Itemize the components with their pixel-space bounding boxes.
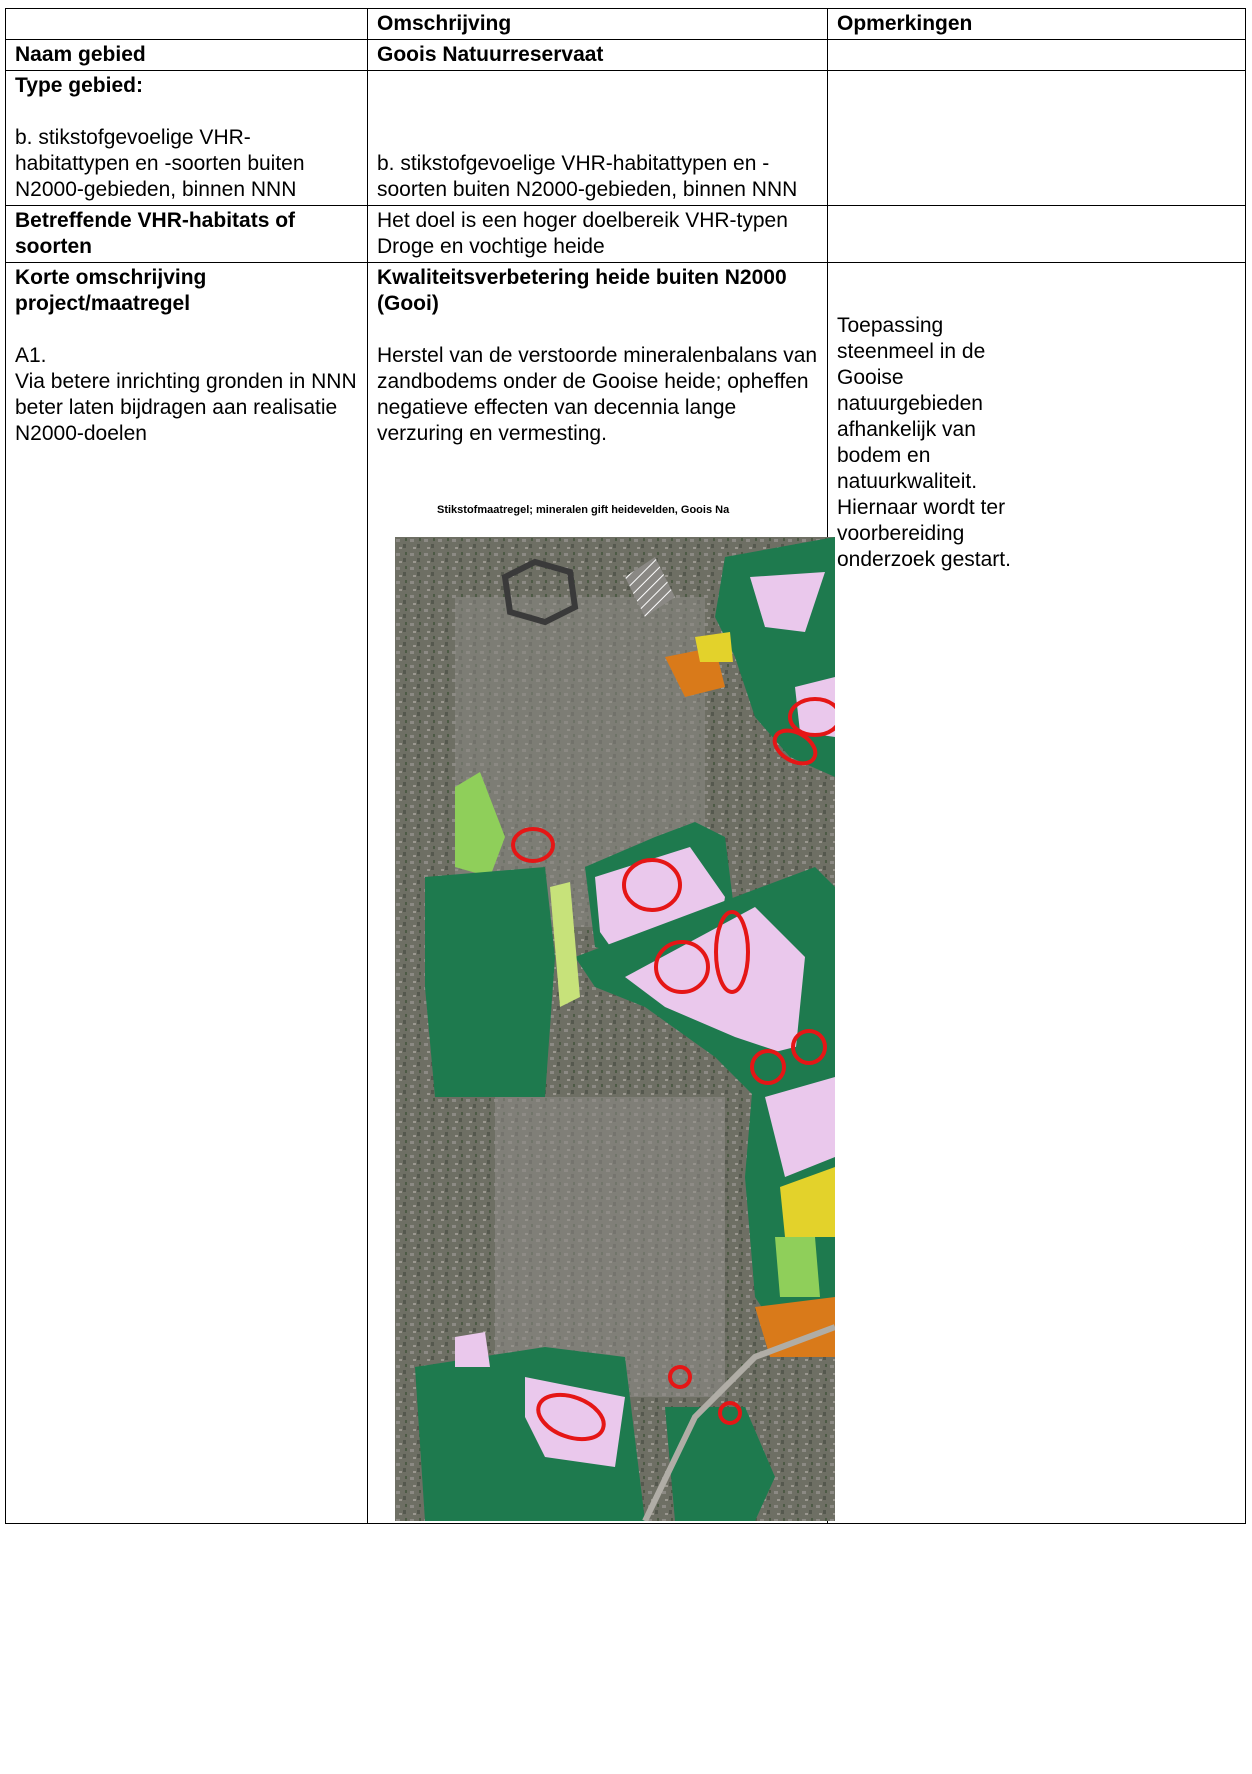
- row-type-gebied: Type gebied: b. stikstofgevoelige VHR-ha…: [5, 70, 1246, 206]
- type-gebied-value: b. stikstofgevoelige VHR-habitattypen en…: [377, 152, 798, 201]
- header-omschrijving: Omschrijving: [367, 8, 828, 40]
- heath-central-large: [625, 907, 805, 1057]
- yellow-patch-north: [695, 632, 733, 662]
- heath-northeast-2: [795, 677, 835, 737]
- betreffende-value: Het doel is een hoger doelbereik VHR-typ…: [367, 205, 828, 263]
- heath-northeast: [750, 572, 825, 632]
- measure-circle-10: [718, 1401, 742, 1425]
- map-caption: Stikstofmaatregel; mineralen gift heidev…: [437, 504, 730, 516]
- korte-code: A1.: [15, 344, 47, 367]
- orange-east-low: [755, 1297, 835, 1357]
- measure-circle-3: [511, 827, 555, 863]
- type-gebied-label: Type gebied:: [15, 74, 143, 97]
- hatch-strip-north: [625, 557, 675, 617]
- header-empty-cell: [5, 8, 368, 40]
- lightgreen-strip: [550, 882, 580, 1007]
- korte-remark-cell: Toepassing steenmeel in de Gooise natuur…: [827, 262, 1246, 1524]
- project-table: Omschrijving Opmerkingen Naam gebied Goo…: [5, 8, 1246, 1524]
- measure-circle-7: [791, 1029, 827, 1065]
- row-naam-gebied: Naam gebied Goois Natuurreservaat: [5, 39, 1246, 71]
- heath-southwest-small: [455, 1332, 490, 1367]
- measure-circle-6: [714, 910, 750, 994]
- measure-circle-4: [622, 858, 682, 912]
- lightgreen-east-mid: [775, 1237, 820, 1297]
- forest-west: [425, 867, 555, 1097]
- map-urban-south: [495, 1097, 725, 1397]
- type-gebied-value-cell: b. stikstofgevoelige VHR-habitattypen en…: [367, 70, 828, 206]
- korte-title: Kwaliteitsverbetering heide buiten N2000…: [377, 266, 787, 315]
- header-opmerkingen: Opmerkingen: [827, 8, 1246, 40]
- type-gebied-remark: [827, 70, 1246, 206]
- measure-circle-9: [668, 1365, 692, 1389]
- type-gebied-cell: Type gebied: b. stikstofgevoelige VHR-ha…: [5, 70, 368, 206]
- betreffende-label: Betreffende VHR-habitats of soorten: [5, 205, 368, 263]
- measure-circle-11: [536, 1392, 606, 1442]
- korte-middle-cell: Kwaliteitsverbetering heide buiten N2000…: [367, 262, 835, 1524]
- measure-circle-1: [788, 697, 835, 737]
- header-row: Omschrijving Opmerkingen: [5, 8, 1246, 40]
- measure-circles: [511, 697, 835, 1442]
- naam-gebied-remark: [827, 39, 1246, 71]
- naam-gebied-value: Goois Natuurreservaat: [367, 39, 828, 71]
- korte-left-cell: Korte omschrijving project/maatregel A1.…: [5, 262, 368, 1524]
- measure-circle-5: [654, 940, 710, 994]
- map-image: [395, 537, 835, 1521]
- korte-left-text: Via betere inrichting gronden in NNN bet…: [15, 370, 357, 445]
- measure-circle-8: [750, 1049, 786, 1085]
- korte-description: Herstel van de verstoorde mineralenbalan…: [377, 344, 818, 445]
- map-figure: Stikstofmaatregel; mineralen gift heidev…: [377, 447, 835, 1521]
- map-fortress-town: [501, 558, 579, 626]
- lightgreen-west: [455, 772, 505, 877]
- road-south: [642, 1324, 835, 1521]
- heath-south: [525, 1377, 625, 1467]
- korte-label: Korte omschrijving project/maatregel: [15, 266, 207, 315]
- row-korte-omschrijving: Korte omschrijving project/maatregel A1.…: [5, 262, 1246, 1524]
- measure-circle-2: [772, 728, 818, 766]
- heath-east-mid: [765, 1077, 835, 1177]
- yellow-east-mid: [780, 1167, 835, 1237]
- forest-south-east: [665, 1407, 775, 1521]
- type-gebied-left-text: b. stikstofgevoelige VHR-habitattypen en…: [15, 126, 305, 201]
- korte-remark: Toepassing steenmeel in de Gooise natuur…: [837, 314, 1011, 571]
- row-betreffende: Betreffende VHR-habitats of soorten Het …: [5, 205, 1246, 263]
- betreffende-remark: [827, 205, 1246, 263]
- naam-gebied-label: Naam gebied: [5, 39, 368, 71]
